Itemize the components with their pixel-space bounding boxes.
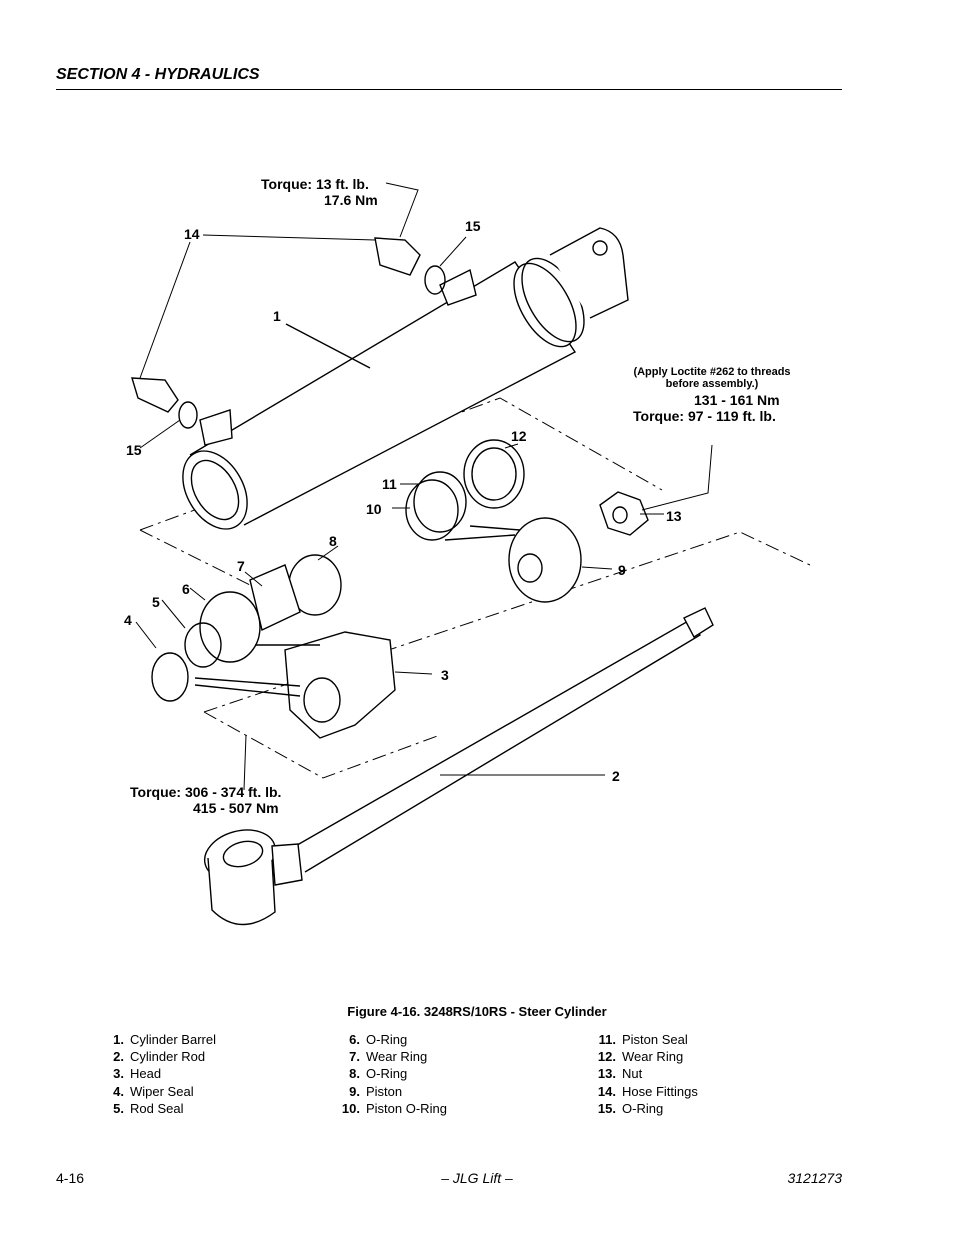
legend-item: 2. Cylinder Rod <box>100 1048 216 1065</box>
legend-number: 13. <box>597 1066 616 1082</box>
legend-label: Wiper Seal <box>130 1083 194 1099</box>
loctite-note-line2: before assembly.) <box>665 378 759 390</box>
legend-number: 12. <box>597 1049 616 1065</box>
legend-item: 1. Cylinder Barrel <box>100 1031 216 1048</box>
callout-15-upper: 15 <box>465 218 481 234</box>
legend-number: 9. <box>349 1083 360 1099</box>
legend-number: 6. <box>349 1032 360 1047</box>
nut <box>599 491 649 536</box>
legend-column-2: 6. O-Ring 7. Wear Ring 8. O-Ring 9. Piston 1… <box>336 1031 447 1117</box>
legend-label: Piston Seal <box>622 1032 688 1047</box>
legend-item: 13. Nut <box>592 1065 698 1082</box>
legend-label: Wear Ring <box>622 1049 684 1065</box>
section-title: SECTION 4 - HYDRAULICS <box>56 66 260 83</box>
callout-15-lower: 15 <box>126 442 142 458</box>
callout-14: 14 <box>184 226 200 242</box>
legend-item: 7. Wear Ring <box>336 1048 447 1065</box>
callout-6: 6 <box>182 581 190 597</box>
legend-item: 15. O-Ring <box>592 1100 698 1117</box>
torque-head-line1: Torque: 306 - 374 ft. lb. <box>130 784 282 800</box>
legend-item: 11. Piston Seal <box>592 1031 698 1048</box>
legend-label: Nut <box>622 1066 643 1082</box>
page-number: 4-16 <box>56 1170 85 1186</box>
callout-11: 11 <box>382 476 397 492</box>
leader-lines <box>135 182 713 791</box>
legend-label: Cylinder Rod <box>130 1049 206 1065</box>
hose-fitting-lower <box>131 377 198 429</box>
callout-3: 3 <box>441 667 449 683</box>
legend-number: 8. <box>349 1066 360 1082</box>
piston-assembly <box>405 439 582 603</box>
torque-head-line2: 415 - 507 Nm <box>193 800 279 816</box>
callout-7: 7 <box>237 558 245 574</box>
torque-nut-line1: 131 - 161 Nm <box>694 392 780 408</box>
legend-label: O-Ring <box>622 1100 664 1116</box>
legend-column-3: 11. Piston Seal 12. Wear Ring 13. Nut 14. Ho… <box>592 1031 698 1117</box>
legend-label: Cylinder Barrel <box>130 1032 216 1047</box>
legend-number: 2. <box>113 1049 124 1065</box>
legend-label: Wear Ring <box>366 1049 428 1065</box>
legend-item: 8. O-Ring <box>336 1065 447 1082</box>
publisher: – JLG Lift – <box>441 1170 513 1186</box>
document-number: 3121273 <box>787 1170 842 1186</box>
legend-number: 4. <box>113 1083 124 1099</box>
callout-8: 8 <box>329 533 337 549</box>
legend-number: 15. <box>597 1100 616 1116</box>
head-assembly <box>151 554 396 739</box>
callout-1: 1 <box>273 308 281 324</box>
torque-nut-line2: Torque: 97 - 119 ft. lb. <box>633 408 776 424</box>
legend-label: Piston O-Ring <box>366 1100 447 1116</box>
legend-label: Piston <box>366 1083 403 1099</box>
legend-label: Rod Seal <box>130 1100 184 1116</box>
callout-2: 2 <box>612 768 620 784</box>
legend-item: 14. Hose Fittings <box>592 1083 698 1100</box>
exploded-view-diagram <box>131 182 811 926</box>
hose-fitting-upper <box>374 237 446 295</box>
legend-number: 10. <box>341 1100 360 1116</box>
legend-column-1: 1.Cylinder Barrel 2.Cylinder Rod 3.Head … <box>100 1031 216 1117</box>
legend-item: 10. Piston O-Ring <box>336 1100 447 1117</box>
callout-9: 9 <box>618 562 626 578</box>
callout-4: 4 <box>124 612 132 628</box>
legend-number: 11. <box>598 1032 616 1047</box>
callout-10: 10 <box>366 501 382 517</box>
header-rule <box>56 89 842 90</box>
cylinder-rod <box>203 607 714 926</box>
legend-item: 3. Head <box>100 1065 216 1082</box>
legend-item: 12. Wear Ring <box>592 1048 698 1065</box>
legend-number: 14. <box>597 1083 616 1099</box>
legend-label: O-Ring <box>366 1032 408 1047</box>
callout-5: 5 <box>152 594 160 610</box>
legend-label: Head <box>130 1066 162 1082</box>
legend-number: 5. <box>113 1100 124 1116</box>
exploded-box-lower <box>203 531 811 779</box>
legend-item: 4. Wiper Seal <box>100 1083 216 1100</box>
legend-label: O-Ring <box>366 1066 408 1082</box>
torque-fitting-line2: 17.6 Nm <box>324 192 378 208</box>
legend-number: 1. <box>113 1032 124 1047</box>
legend-number: 7. <box>349 1049 360 1065</box>
figure-caption: Figure 4-16. 3248RS/10RS - Steer Cylinde… <box>347 1004 607 1019</box>
legend-label: Hose Fittings <box>622 1083 698 1099</box>
legend-item: 9. Piston <box>336 1083 447 1100</box>
legend-item: 6. O-Ring <box>336 1031 447 1048</box>
legend-item: 5. Rod Seal <box>100 1100 216 1117</box>
legend-number: 3. <box>113 1066 124 1082</box>
loctite-note-line1: (Apply Loctite #262 to threads <box>633 366 791 378</box>
callout-13: 13 <box>666 508 682 524</box>
cylinder-barrel <box>182 227 629 530</box>
callout-12: 12 <box>511 428 527 444</box>
torque-fitting-line1: Torque: 13 ft. lb. <box>261 176 369 192</box>
